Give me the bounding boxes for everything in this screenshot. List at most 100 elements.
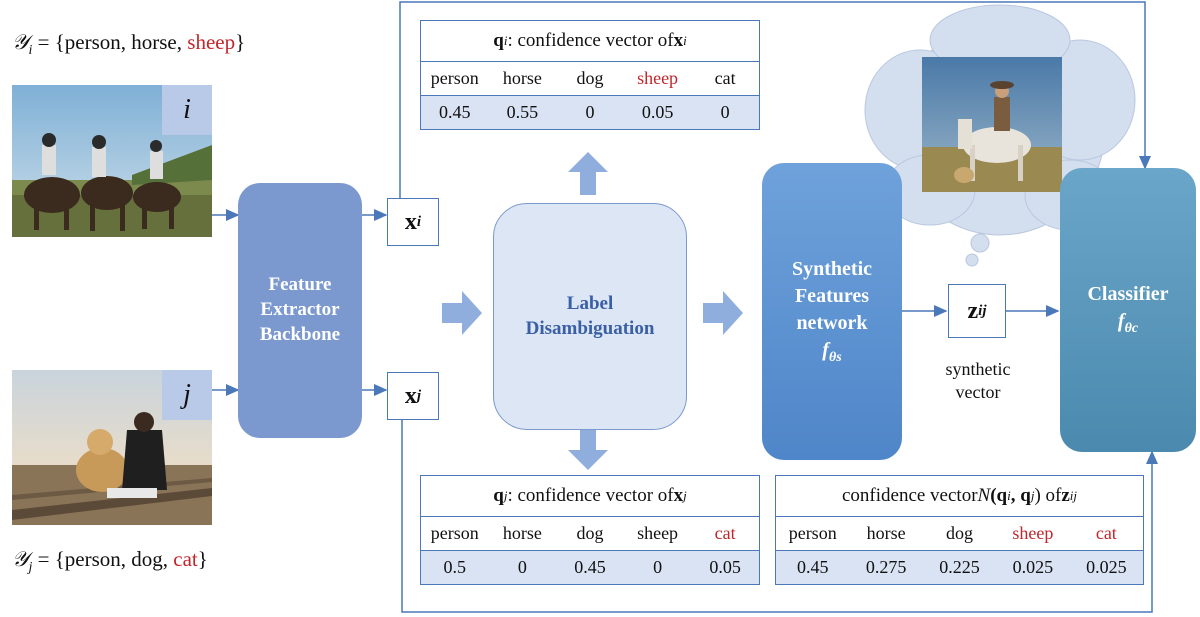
classifier-fn-sub: θc — [1124, 321, 1139, 337]
table-qj-head-sym: q — [493, 485, 504, 506]
table-qi-head-vec: x — [673, 30, 684, 51]
block-arrow-disamb-up — [568, 152, 608, 195]
synthetic-photo-rider — [922, 57, 1062, 192]
synth-line3: network — [796, 311, 868, 334]
value-cell: 0.55 — [506, 102, 539, 122]
class-cell: horse — [502, 523, 542, 543]
photo-i-horses: i — [12, 85, 212, 237]
value-cell: 0.05 — [709, 557, 741, 577]
class-cell: horse — [866, 523, 906, 543]
class-cell: dog — [946, 523, 974, 543]
label-set-close: } — [197, 547, 208, 571]
z-base: z — [967, 297, 979, 324]
label-set-members: = {person, horse, — [32, 30, 188, 54]
value-cell: 0.275 — [865, 557, 907, 577]
value-cell: 0.025 — [1086, 557, 1127, 577]
class-cell: dog — [576, 68, 604, 88]
caption-line2: vector — [955, 382, 1001, 403]
table-qj-head-text: : confidence vector of — [507, 485, 674, 506]
label-set-red-member: cat — [173, 547, 198, 571]
photo-j-tag: j — [162, 370, 212, 420]
synth-line1: Synthetic — [792, 257, 872, 280]
backbone-line3: Backbone — [259, 323, 341, 345]
disamb-line1: Label — [566, 292, 614, 314]
label-set-close: } — [235, 30, 246, 54]
table-qi-head-sym: q — [493, 30, 504, 51]
feature-xj-base: x — [404, 382, 417, 409]
class-cell: person — [430, 68, 479, 88]
value-cell: 0.5 — [443, 557, 467, 577]
disamb-line2: Disambiguation — [525, 317, 655, 339]
value-cell: 0.45 — [439, 102, 471, 122]
class-cell: sheep — [637, 68, 679, 88]
label-set-index: j — [28, 560, 33, 576]
table-qi-class-row: person horse dog sheep cat — [421, 62, 759, 95]
feature-xj-sub: j — [416, 387, 422, 404]
classifier-block: Classifier fθc — [1060, 168, 1196, 452]
caption-line1: synthetic — [945, 359, 1011, 379]
class-cell: sheep — [1012, 523, 1054, 543]
value-cell: 0.025 — [1012, 557, 1054, 577]
synth-line2: Features — [794, 284, 870, 307]
table-qj-class-row: person horse dog sheep cat — [421, 517, 759, 550]
table-z-head-vec: z — [1061, 485, 1070, 506]
table-z-head-vec-sub: ij — [1069, 488, 1078, 503]
class-cell: person — [788, 523, 837, 543]
backbone-line1: Feature — [268, 274, 332, 296]
z-sub: ij — [978, 302, 987, 319]
class-cell: sheep — [637, 523, 679, 543]
table-z-class-row: person horse dog sheep cat — [776, 517, 1143, 550]
table-qi-head-vec-sub: i — [683, 33, 687, 48]
label-set-members: = {person, dog, — [32, 547, 174, 571]
table-z-head-comma: , q — [1010, 485, 1031, 506]
class-cell: horse — [502, 68, 542, 88]
label-set-i: 𝒴i = {person, horse, sheep} — [12, 30, 245, 59]
table-qj-head-sub: j — [503, 488, 508, 503]
table-z-head-a2: j — [1030, 488, 1035, 503]
table-z-head-args: (q — [990, 485, 1008, 506]
class-cell: cat — [1095, 523, 1117, 543]
table-qi-head-sub: i — [503, 33, 508, 48]
label-set-symbol: 𝒴 — [12, 30, 29, 54]
feature-extractor-backbone: Feature Extractor Backbone — [238, 183, 362, 438]
classifier-function: fθc — [1087, 308, 1168, 339]
table-z-head-a1: i — [1007, 488, 1011, 503]
class-cell: dog — [576, 523, 604, 543]
block-arrow-backbone-to-disamb — [442, 291, 482, 335]
label-set-j: 𝒴j = {person, dog, cat} — [12, 547, 208, 576]
value-cell: 0 — [517, 557, 527, 577]
value-cell: 0 — [720, 102, 730, 122]
synthetic-features-network: Synthetic Features network fθs — [762, 163, 902, 460]
value-cell: 0.45 — [574, 557, 606, 577]
table-qj-value-row: 0.5 0 0.45 0 0.05 — [421, 550, 759, 584]
line-xj-to-classifier — [401, 418, 1158, 613]
table-z-head-text: confidence vector — [841, 485, 978, 506]
synth-fn-sub: θs — [828, 349, 842, 365]
synth-function: fθs — [792, 337, 872, 368]
table-z-value-row: 0.45 0.275 0.225 0.025 0.025 — [776, 550, 1143, 584]
classifier-fn: f — [1117, 310, 1125, 333]
value-cell: 0.45 — [796, 557, 829, 577]
value-cell: 0.05 — [641, 102, 674, 122]
table-qi-value-row: 0.45 0.55 0 0.05 0 — [421, 95, 759, 129]
table-qj-head-vec: x — [673, 485, 684, 506]
table-qj-head-vec-sub: j — [683, 488, 687, 503]
table-qi-head-text: : confidence vector of — [507, 30, 674, 51]
feature-xi-base: x — [404, 208, 417, 235]
feature-xi-sub: i — [416, 213, 422, 230]
value-cell: 0 — [585, 102, 595, 122]
class-cell: person — [430, 523, 479, 543]
label-set-red-member: sheep — [187, 30, 236, 54]
label-disambiguation-block: Label Disambiguation — [493, 203, 687, 430]
line-xi-to-classifier — [399, 1, 1151, 198]
value-cell: 0.225 — [939, 557, 980, 577]
